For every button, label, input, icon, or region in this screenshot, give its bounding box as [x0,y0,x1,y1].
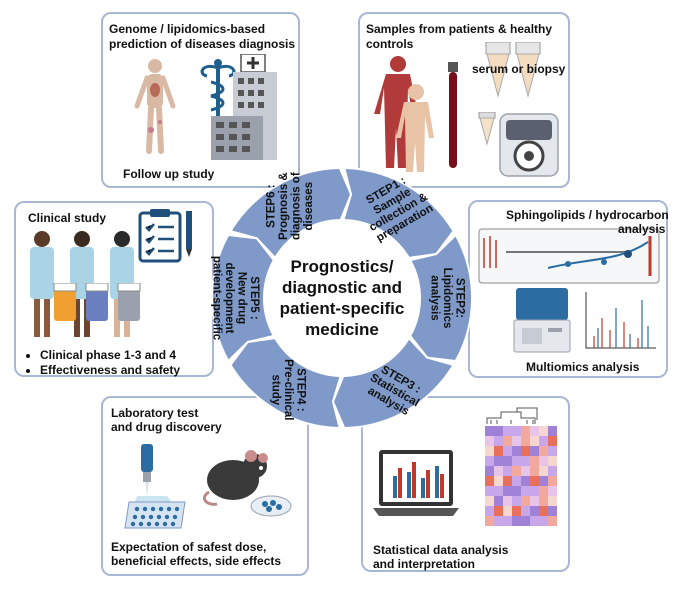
human-body-icon [134,59,176,154]
panel-laboratory-test: Laboratory test and drug discovery Expec… [101,396,309,576]
panel-clinical-study: Clinical study Clinical phase 1-3 and 4 … [14,201,214,377]
step-label-line: study [270,374,282,405]
serum-biopsy-label: serum or biopsy [472,62,566,76]
clinical-bullet-phases: Clinical phase 1-3 and 4 [40,348,180,363]
biopsy-tube-icon [478,112,496,146]
ring-segment-step5 [211,233,276,363]
step-label-line: STEP2: [454,278,466,318]
step-label-line: diseases [303,182,315,231]
ring-segment-step1 [342,166,455,259]
ring-segment-step2 [408,233,473,363]
genome-footer: Follow up study [123,167,215,181]
center-title: Prognostics/diagnostic and patient-specif… [280,257,405,339]
clinical-title: Clinical study [28,211,107,225]
ring-segment-step4 [229,337,342,430]
caduceus-icon [200,59,236,116]
pill-bottles-icon [53,283,141,321]
samples-title-line-2: controls [366,37,414,51]
clipboard-checklist-icon [138,209,182,263]
petri-dish-icon [250,495,292,517]
blood-tube-icon [448,62,458,168]
statistical-footer-line-2: and interpretation [373,557,476,571]
center-title-line: Prognostics/ [291,257,394,276]
pipette-icon [133,444,175,506]
panel-genome-prediction: Genome / lipidomics-based prediction of … [101,12,300,188]
ring-segment-step3 [331,336,455,429]
serum-tube-2-icon [515,42,541,98]
step-label-line: STEP4 : [295,368,307,411]
laptop-chart-icon [373,450,459,516]
step-label-step6: STEP6 :Prognosis &diagnosis ofdiseases [265,172,315,240]
laboratory-footer-line-2: beneficial effects, side effects [111,554,282,568]
center-title-line: diagnostic and [282,278,402,297]
step-label-step2: STEP2:Lipidomicsanalysis [429,268,466,329]
step-label-line: development [223,263,235,334]
step-label-step5: STEP5 :New drugdevelopmentpatient-specif… [210,256,260,341]
sphingo-title-line-2: analysis [618,222,666,236]
mouse-icon [203,450,268,506]
hospital-building-icon [211,54,277,160]
step-label-line: Prognosis & [278,172,290,240]
center-disc [266,222,418,374]
step-label-line: Lipidomics [441,268,453,329]
heatmap-icon [485,407,557,526]
sphingo-footer: Multiomics analysis [526,360,640,374]
pen-icon [186,211,192,257]
laboratory-title-line-2: and drug discovery [111,420,222,434]
sphingo-title-line-1: Sphingolipids / hydrocarbon [506,208,669,222]
chromatography-diagram-icon [478,228,660,284]
ring-segment-step6 [229,167,353,260]
laboratory-title-line-1: Laboratory test [111,406,199,420]
panel-statistical-analysis: Statistical data analysis and interpreta… [361,396,570,572]
clinical-bullets: Clinical phase 1-3 and 4 Effectiveness a… [24,348,180,378]
step-label-line: diagnosis of [290,172,302,240]
well-plate-icon [124,501,186,529]
step-label-line: analysis [429,275,441,320]
step-label-step4: STEP4 :Pre-clinicalstudy [270,359,307,420]
panel-samples: Samples from patients & healthy controls… [358,12,570,188]
step-label-line: New drug [235,272,247,324]
laboratory-footer-line-1: Expectation of safest dose, [111,540,267,554]
clinical-bullet-effectiveness: Effectiveness and safety [40,363,180,378]
genome-title-line-1: Genome / lipidomics-based [109,22,266,36]
mass-spectrometer-icon [513,288,571,353]
genome-title-line-2: prediction of diseases diagnosis [109,37,296,51]
statistical-footer-line-1: Statistical data analysis [373,543,509,557]
step-label-line: STEP6 : [265,184,277,227]
step-label-line: Pre-clinical [282,359,294,420]
step-label-line: STEP5 : [248,276,260,319]
centrifuge-icon [499,113,559,177]
samples-title-line-1: Samples from patients & healthy [366,22,553,36]
serum-tube-icon [485,42,511,98]
spectrum-plot-icon [585,292,656,349]
center-title-line: medicine [305,320,379,339]
step-label-line: patient-specific [210,256,222,341]
center-title-line: patient-specific [280,299,405,318]
patient-figures-icon [374,56,434,172]
